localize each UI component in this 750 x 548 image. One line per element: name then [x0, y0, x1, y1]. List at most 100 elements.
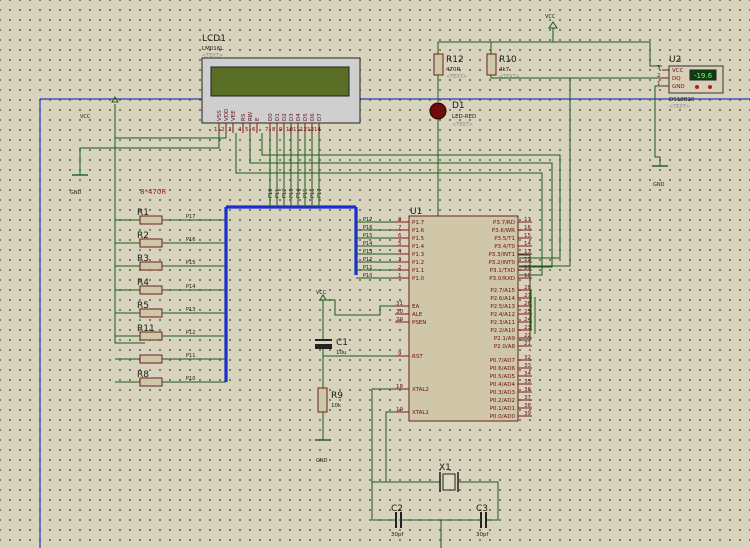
u1-pin-number: 3 [398, 257, 402, 263]
u1-pin-number: 6 [398, 233, 402, 239]
p2-stubs [530, 290, 536, 334]
lcd-bus-label: P16 [310, 189, 316, 198]
resnet-ref: R4 [137, 278, 149, 288]
u1-pin-name: P2.2/A10 [490, 328, 515, 334]
u1-pin-number: 39 [524, 411, 531, 417]
lcd1-ref: LCD1 [202, 34, 226, 44]
lcd-pin-number: 7 [265, 127, 269, 133]
u1-pin-number: 14 [524, 241, 531, 247]
resnet-net-label: P15 [186, 260, 195, 266]
r10-resistor[interactable] [486, 53, 497, 76]
u2-pin-number: 2 [657, 73, 661, 79]
r9-value: 10k [331, 403, 342, 409]
u1-pin-number: 34 [524, 371, 531, 377]
u1-pin-name: P0.2/AD2 [490, 398, 515, 404]
u1-pin-name: P0.0/AD0 [490, 414, 516, 420]
u1-pin-name: P1.6 [412, 228, 425, 234]
r12-resistor[interactable] [433, 53, 444, 76]
crystal-wires [372, 481, 499, 521]
u1-pin-name: P3.4/T0 [494, 244, 515, 250]
lcd-pin-name: D3 [289, 113, 295, 121]
lcd-pin-number: 5 [245, 127, 249, 133]
u1-pin-number: 2 [398, 265, 402, 271]
u1-pin-name: P0.7/AD7 [490, 358, 516, 364]
u1-pin-name: P1.2 [412, 260, 424, 266]
p1-net-label: P15 [363, 233, 372, 239]
lcd-pin-name: D6 [310, 113, 316, 121]
x1-crystal[interactable] [439, 472, 459, 492]
u1-pin-number: 26 [524, 301, 531, 307]
lcd-pin-name: E [255, 117, 261, 121]
u1-pin-number: 37 [524, 395, 531, 401]
c1-plate-bottom [315, 344, 332, 349]
p1-net-label: P14 [363, 241, 372, 247]
top-vcc-label: VCC [545, 14, 556, 20]
u1-pin-number: 33 [524, 363, 531, 369]
u2-pin-name: GND [672, 84, 685, 90]
u2-down-button[interactable] [695, 85, 699, 89]
lcd-bus-label: P11 [275, 189, 281, 198]
lcd-pin-number: 4 [238, 127, 242, 133]
c1-vcc-label: VCC [316, 290, 327, 296]
u1-pin-number: 12 [524, 257, 531, 263]
lcd-data-wires [269, 133, 320, 207]
d1-led[interactable] [429, 102, 447, 120]
lcd-pin-name: D5 [303, 113, 309, 121]
u1-pin-number: 27 [524, 293, 531, 299]
u1-pin-number: 21 [524, 341, 531, 347]
resnet-ref: R2 [137, 231, 149, 241]
d1-ref: D1 [452, 101, 465, 111]
resnet-net-label: P16 [186, 237, 195, 243]
c2-value: 30pf [391, 532, 404, 538]
u1-pin-number: 13 [524, 249, 531, 255]
u1-pin-name: P1.5 [412, 236, 425, 242]
lcd-pin-number: 3 [228, 127, 232, 133]
r10-value: 4k7 [499, 67, 510, 73]
lcd1-component[interactable]: LCD1 LM016L <TEXT> VSS1VDD2VEE3RS4RW5E6D… [201, 34, 361, 133]
lcd-pin-number: 9 [279, 127, 283, 133]
u2-display [689, 69, 717, 81]
u2-pin-number: 3 [657, 65, 661, 71]
u1-pin-number: 4 [398, 249, 402, 255]
r12-value: 470R [446, 67, 460, 73]
resnet-net-label: P11 [186, 353, 195, 359]
u1-pin-name: P1.7 [412, 220, 425, 226]
c1-capacitor[interactable] [315, 339, 332, 349]
lcd-vss-gnd-wire [79, 133, 220, 175]
lcd1-screen [210, 66, 350, 97]
u1-pin-name: RST [412, 354, 423, 360]
lcd-pin-number: 10 [286, 127, 293, 133]
r9-resistor[interactable] [317, 387, 328, 413]
c3-capacitor[interactable] [480, 512, 487, 528]
u2-gnd-wire [654, 85, 662, 166]
u1-pin-name: P3.7/RD [493, 220, 515, 226]
p1-net-label: P13 [363, 249, 372, 255]
lcd-pin-name: VEE [231, 110, 237, 121]
lcd-pin-name: RW [248, 111, 254, 121]
lcd-pin-number: 1 [214, 127, 218, 133]
u1-pin-number: 25 [524, 309, 531, 315]
u2-up-button[interactable] [708, 85, 712, 89]
c1-value: 10u [336, 350, 346, 356]
resnet-ref: R3 [137, 254, 149, 264]
c2-capacitor[interactable] [395, 512, 402, 528]
u1-pin-number: 31 [396, 301, 403, 307]
resnet-resistor[interactable] [139, 354, 163, 364]
u1-ref: U1 [410, 207, 422, 217]
u1-pin-name: P2.0/A8 [494, 344, 516, 350]
u1-pin-name: P2.7/A15 [490, 288, 515, 294]
resnet-net-label: P14 [186, 284, 195, 290]
xtal1-wire [385, 411, 440, 483]
u1-pin-number: 7 [398, 225, 402, 231]
u1-pin-number: 24 [524, 317, 531, 323]
r9-ref: R9 [331, 391, 343, 401]
lcd-bus-label: P12 [282, 189, 288, 198]
lcd-vcc-label: VCC [80, 114, 91, 120]
u1-pin-number: 35 [524, 379, 531, 385]
lcd-rs-wire [235, 133, 543, 276]
